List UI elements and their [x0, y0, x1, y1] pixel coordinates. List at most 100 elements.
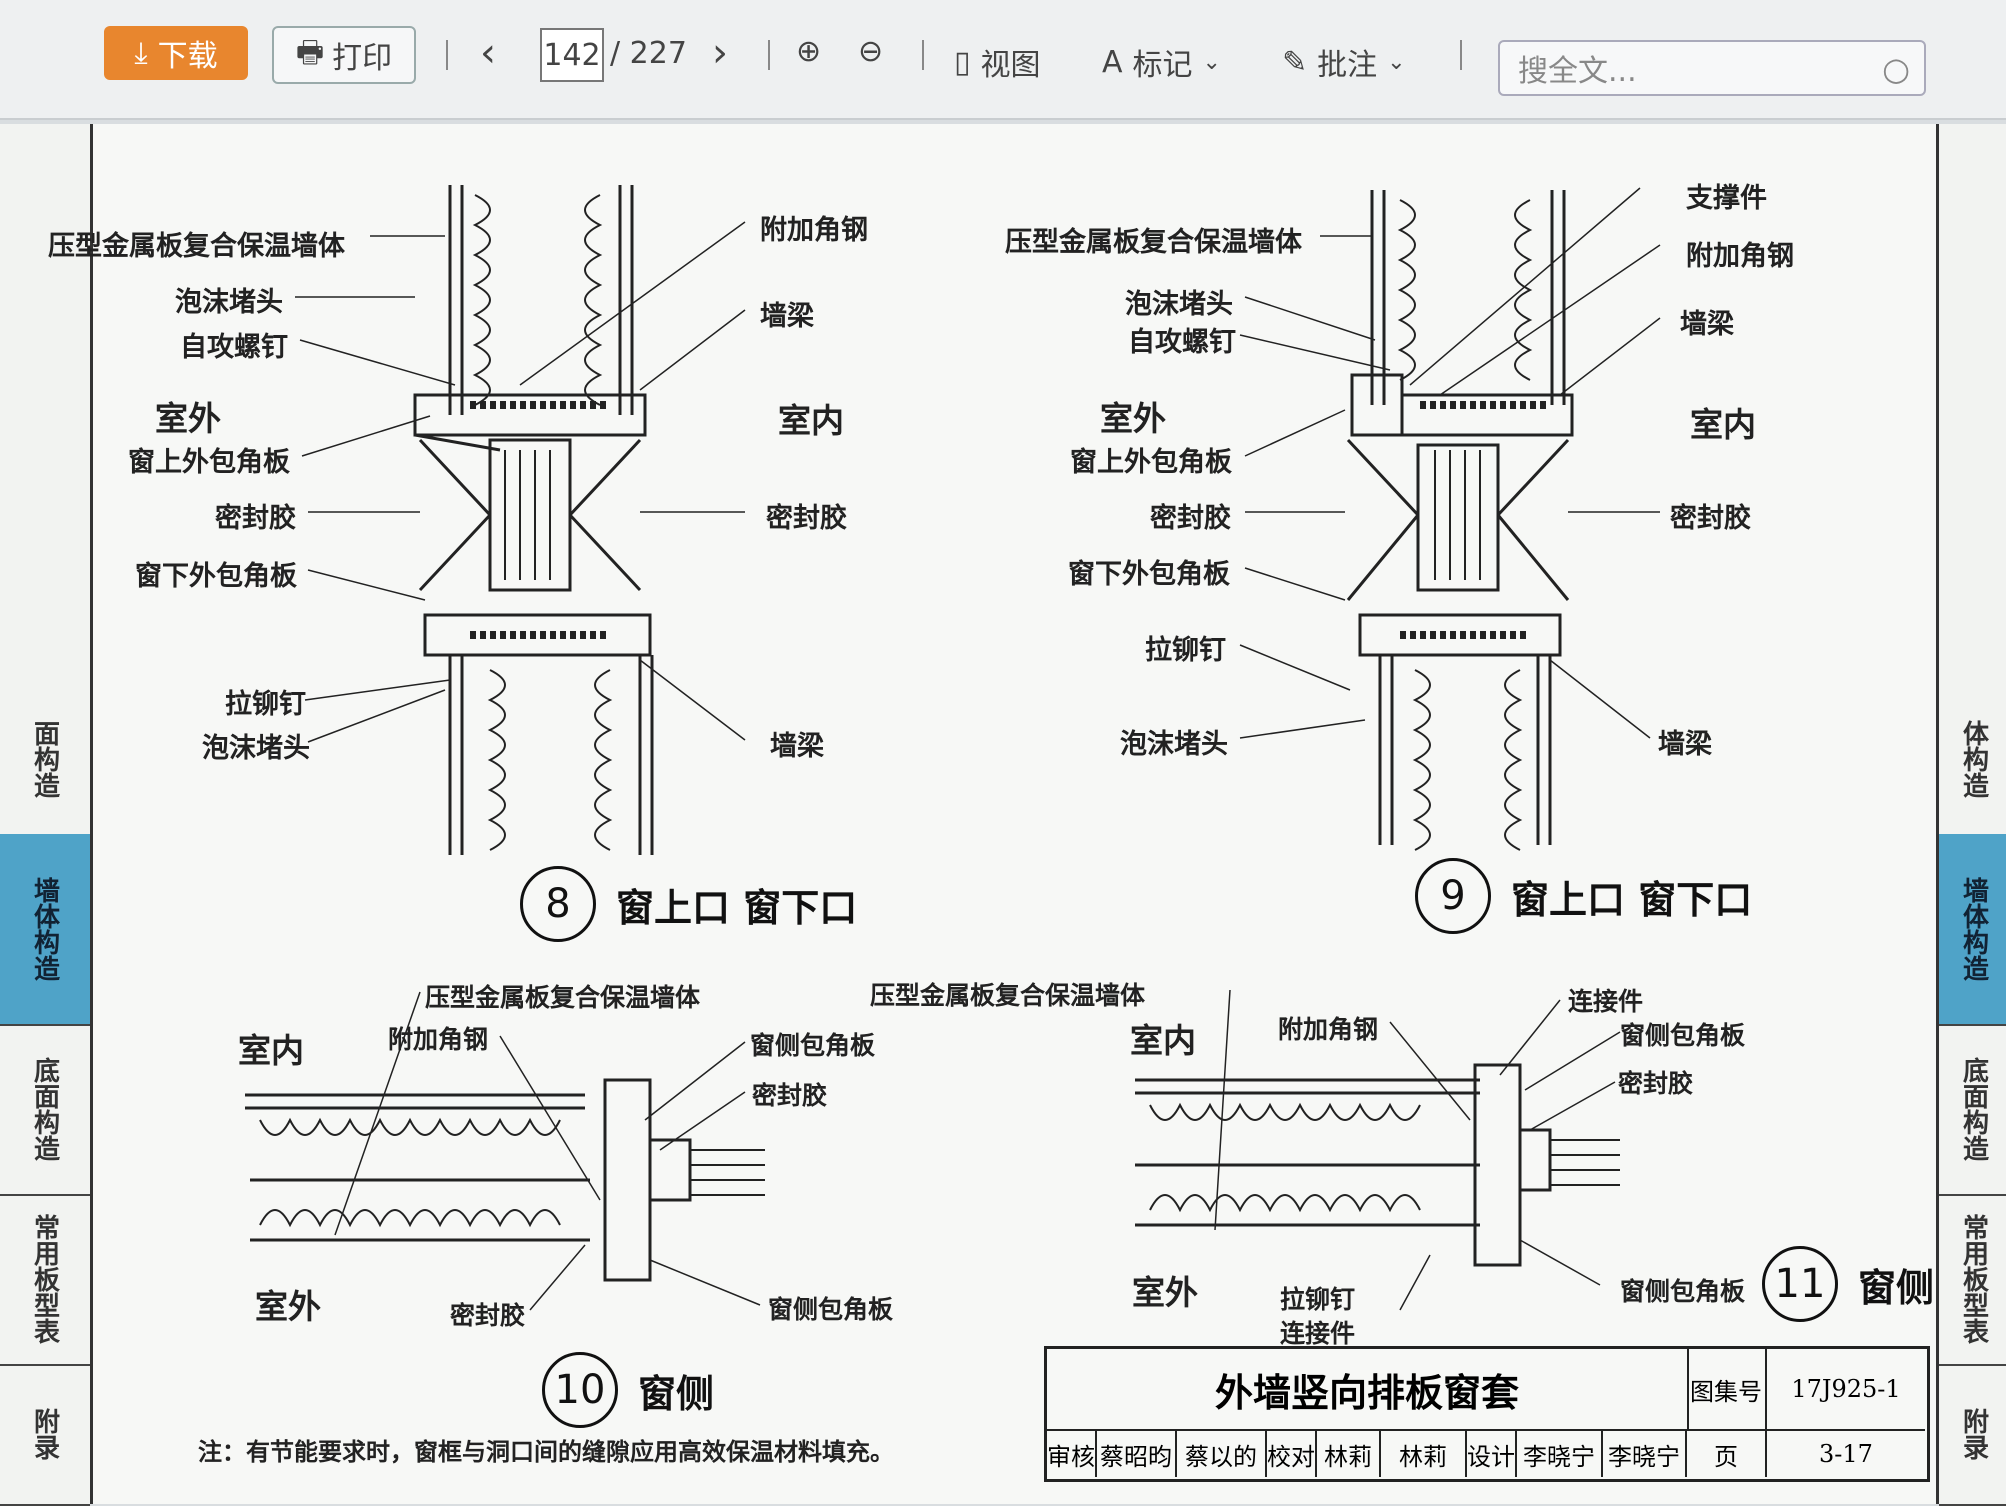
toolbar-divider: [922, 40, 924, 70]
fig9-label: 自攻螺钉: [1128, 327, 1236, 358]
fig10-drawing: [245, 991, 765, 1311]
annotate-button[interactable]: ✎ 批注 ⌄: [1282, 40, 1406, 84]
search-input[interactable]: 搜全文... ○: [1498, 40, 1926, 96]
fig11-label: 连接件: [1280, 1319, 1356, 1348]
left-section-tabs: 面构造 墙体构造 底面构造 常用板型表 附录: [0, 124, 93, 1506]
fig9-label: 密封胶: [1670, 503, 1751, 534]
fig8-label: 密封胶: [766, 503, 847, 534]
right-tab[interactable]: 底面构造: [1939, 1024, 2006, 1196]
fig11-label: 拉铆钉: [1280, 1285, 1356, 1314]
fig9-label: 墙梁: [1680, 309, 1734, 340]
document-page: [0, 124, 2006, 1504]
left-tab-active[interactable]: 墙体构造: [0, 834, 90, 1026]
fig9-label: 窗上外包角板: [1070, 447, 1232, 478]
fig10-label: 室内: [238, 1031, 304, 1070]
left-tab[interactable]: 常用板型表: [0, 1194, 90, 1366]
fig8-drawing: [295, 185, 746, 855]
mark-label: 标记: [1132, 48, 1193, 83]
fig8-label: 拉铆钉: [225, 689, 306, 720]
sign-cell: 蔡以的: [1177, 1431, 1267, 1477]
right-tab[interactable]: 体构造: [1939, 684, 2006, 836]
fig11-label: 连接件: [1568, 987, 1644, 1016]
fig8-title: 窗上口 窗下口: [616, 885, 858, 930]
drawing-title: 外墙竖向排板窗套: [1047, 1349, 1689, 1431]
fig8-label: 墙梁: [760, 301, 814, 332]
fig9-label: 室外: [1100, 399, 1166, 438]
right-tab[interactable]: 常用板型表: [1939, 1194, 2006, 1366]
fig10-title: 窗侧: [638, 1371, 715, 1416]
view-button[interactable]: ▯ 视图: [954, 40, 1041, 84]
toolbar-divider: [1460, 40, 1462, 70]
fig9-label: 窗下外包角板: [1068, 559, 1230, 590]
right-tab-active[interactable]: 墙体构造: [1939, 834, 2006, 1026]
fig9-title: 窗上口 窗下口: [1511, 877, 1753, 922]
fig11-caption: 11 窗侧: [1762, 1246, 1934, 1322]
fig10-label: 压型金属板复合保温墙体: [425, 983, 701, 1012]
fig8-label: 窗下外包角板: [135, 561, 297, 592]
fig9-label: 墙梁: [1658, 729, 1712, 760]
right-section-tabs: 体构造 墙体构造 底面构造 常用板型表 附录: [1936, 124, 2006, 1506]
download-button[interactable]: ⤓ 下载: [104, 26, 248, 80]
chevron-down-icon: ⌄: [1202, 49, 1221, 75]
sign-cell: 设计: [1467, 1431, 1517, 1477]
fig11-drawing: [1135, 989, 1621, 1311]
sign-cell: 蔡昭昀: [1097, 1431, 1177, 1477]
fig10-label: 密封胶: [752, 1081, 828, 1110]
chevron-down-icon: ⌄: [1387, 49, 1406, 75]
fig8-label: 自攻螺钉: [180, 332, 288, 363]
page-value: 3-17: [1819, 1440, 1873, 1468]
total-pages: / 227: [610, 36, 687, 71]
fig9-label: 泡沫堵头: [1120, 729, 1228, 760]
fig8-label: 泡沫堵头: [175, 287, 283, 318]
fig8-caption: 8 窗上口 窗下口: [520, 866, 857, 942]
left-tab[interactable]: 底面构造: [0, 1024, 90, 1196]
title-block: 外墙竖向排板窗套 图集号 17J925-1 审核 蔡昭昀 蔡以的 校对 林莉 林…: [1044, 1346, 1930, 1482]
fig9-label: 密封胶: [1150, 503, 1231, 534]
fig9-caption: 9 窗上口 窗下口: [1415, 858, 1752, 934]
annotate-label: 批注: [1317, 48, 1378, 83]
fig8-label: 室外: [155, 399, 221, 438]
current-page: 142: [543, 37, 601, 73]
viewer-toolbar: ⤓ 下载 🖶 打印 ‹ 142 / 227 › ⊕ ⊖ ▯ 视图 A 标记 ⌄ …: [0, 0, 2006, 120]
fig11-title: 窗侧: [1858, 1265, 1935, 1310]
toolbar-divider: [768, 40, 770, 70]
fig11-label: 窗侧包角板: [1620, 1021, 1746, 1050]
print-button[interactable]: 🖶 打印: [272, 26, 416, 84]
next-page-icon[interactable]: ›: [712, 30, 728, 76]
search-placeholder: 搜全文...: [1518, 54, 1637, 89]
pen-icon: ✎: [1282, 44, 1308, 80]
mark-button[interactable]: A 标记 ⌄: [1102, 40, 1221, 84]
fig8-label: 室内: [778, 401, 844, 440]
zoom-in-icon[interactable]: ⊕: [796, 34, 822, 69]
fig8-label: 附加角钢: [760, 215, 868, 246]
sign-cell: 林莉: [1317, 1431, 1381, 1477]
atlas-value: 17J925-1: [1767, 1349, 1925, 1431]
fig8-label: 窗上外包角板: [128, 447, 290, 478]
download-icon: ⤓: [134, 35, 148, 71]
fig10-number: 10: [542, 1352, 618, 1428]
toolbar-divider: [446, 40, 448, 70]
drawing-note: 注：有节能要求时，窗框与洞口间的缝隙应用高效保温材料填充。: [198, 1437, 894, 1466]
prev-page-icon[interactable]: ‹: [480, 30, 496, 76]
fig9-label: 泡沫堵头: [1125, 289, 1233, 320]
fig10-label: 密封胶: [450, 1301, 526, 1330]
page-number-input[interactable]: 142: [540, 28, 604, 82]
search-icon[interactable]: ○: [1882, 50, 1910, 88]
zoom-out-icon[interactable]: ⊖: [858, 34, 884, 69]
fig11-label: 压型金属板复合保温墙体: [870, 981, 1146, 1010]
fig11-label: 室内: [1130, 1021, 1196, 1060]
fig9-number: 9: [1415, 858, 1491, 934]
fig10-caption: 10 窗侧: [542, 1352, 714, 1428]
fig8-label: 压型金属板复合保温墙体: [48, 231, 345, 262]
download-label: 下载: [157, 39, 218, 74]
fig9-drawing: [1239, 187, 1661, 851]
sign-cell: 李晓宁: [1603, 1431, 1687, 1477]
atlas-label: 图集号: [1687, 1349, 1767, 1431]
page-label: 页: [1687, 1431, 1767, 1477]
fig8-label: 泡沫堵头: [202, 733, 310, 764]
fig8-number: 8: [520, 866, 596, 942]
fig11-label: 密封胶: [1618, 1069, 1694, 1098]
sign-cell: 校对: [1267, 1431, 1317, 1477]
fig8-label: 密封胶: [215, 503, 296, 534]
